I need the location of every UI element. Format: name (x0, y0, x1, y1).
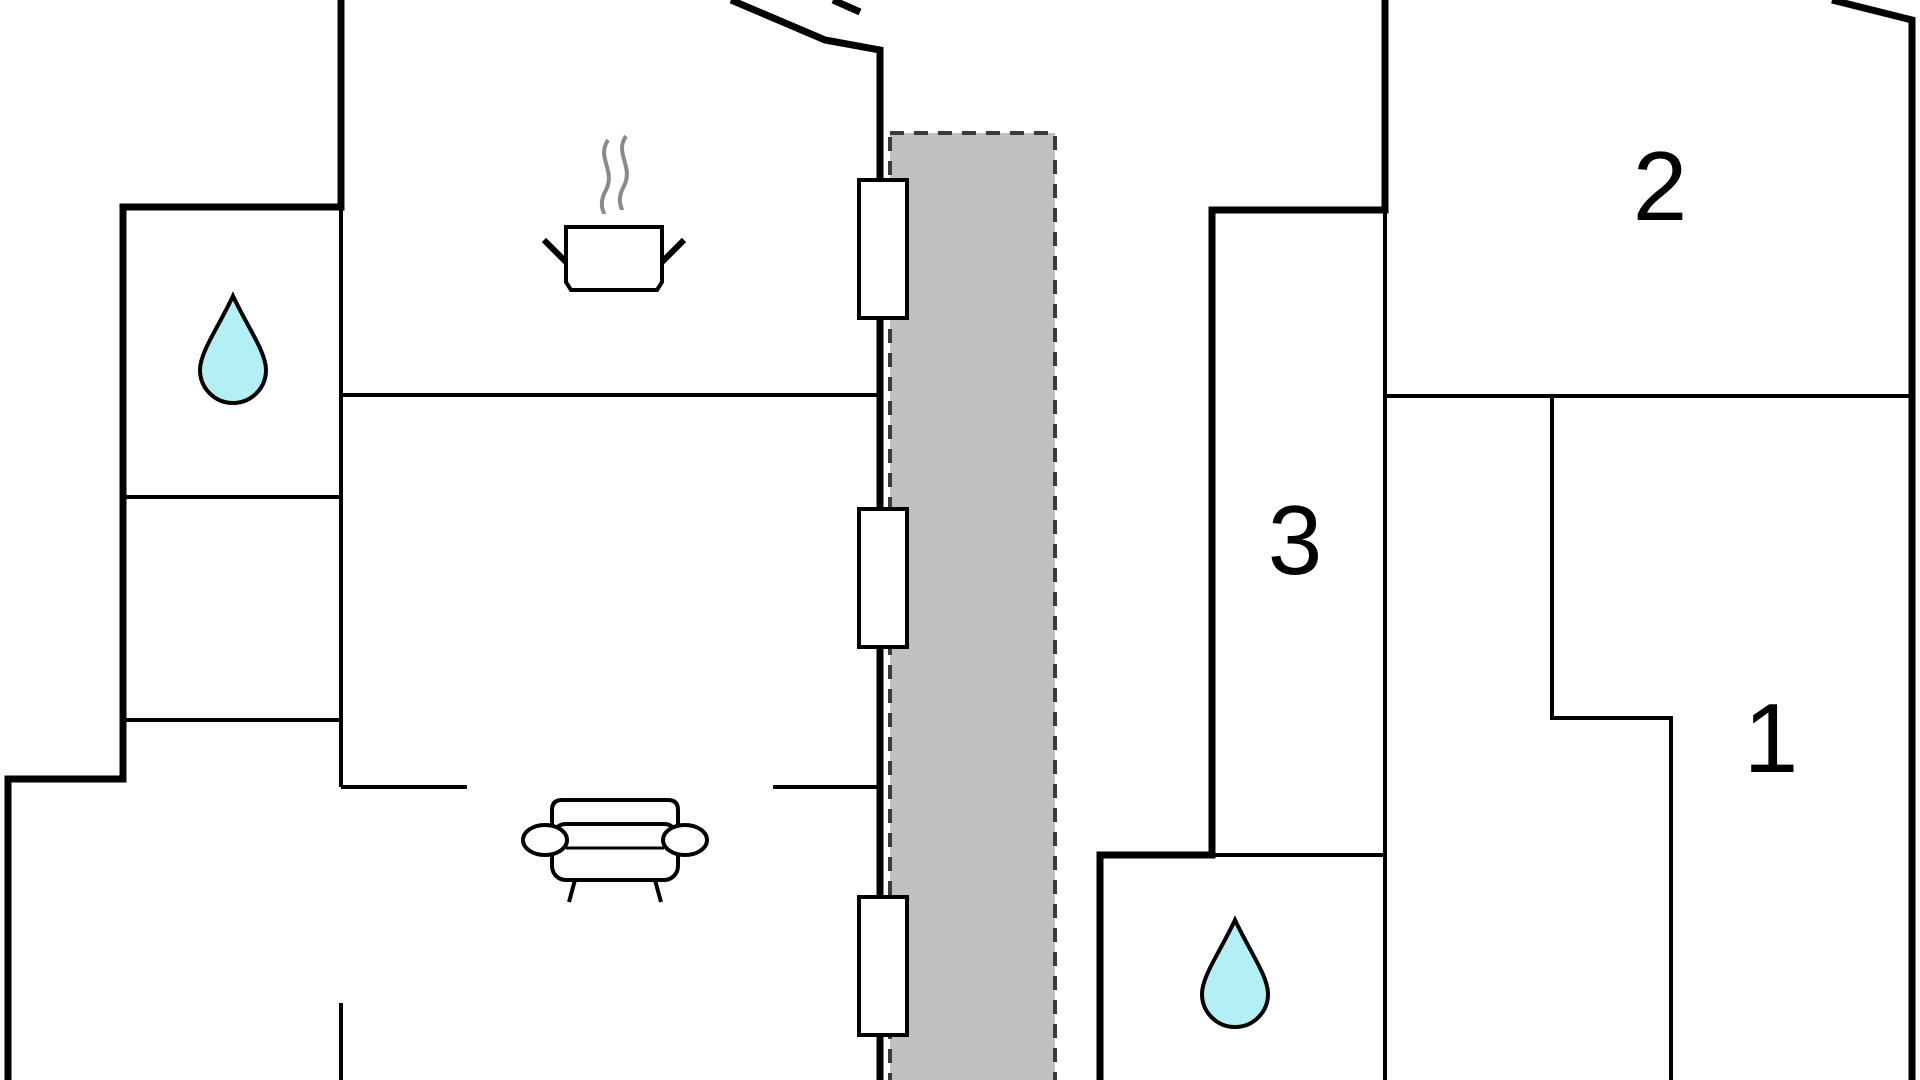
water-drop-icon (197, 291, 269, 405)
sofa-icon (521, 798, 709, 903)
left-unit-walls (4, 0, 884, 1080)
windows (857, 178, 909, 1037)
room-1-label: 1 (1744, 683, 1799, 793)
cooking-pot-icon (541, 134, 687, 292)
window (857, 507, 909, 649)
window (857, 895, 909, 1037)
room-2-label: 2 (1633, 131, 1688, 241)
window (857, 178, 909, 320)
room-3-label: 3 (1268, 485, 1323, 595)
right-unit-walls (1096, 0, 1916, 1080)
water-drop-icon (1199, 915, 1271, 1029)
terrace-area (888, 131, 1057, 1080)
